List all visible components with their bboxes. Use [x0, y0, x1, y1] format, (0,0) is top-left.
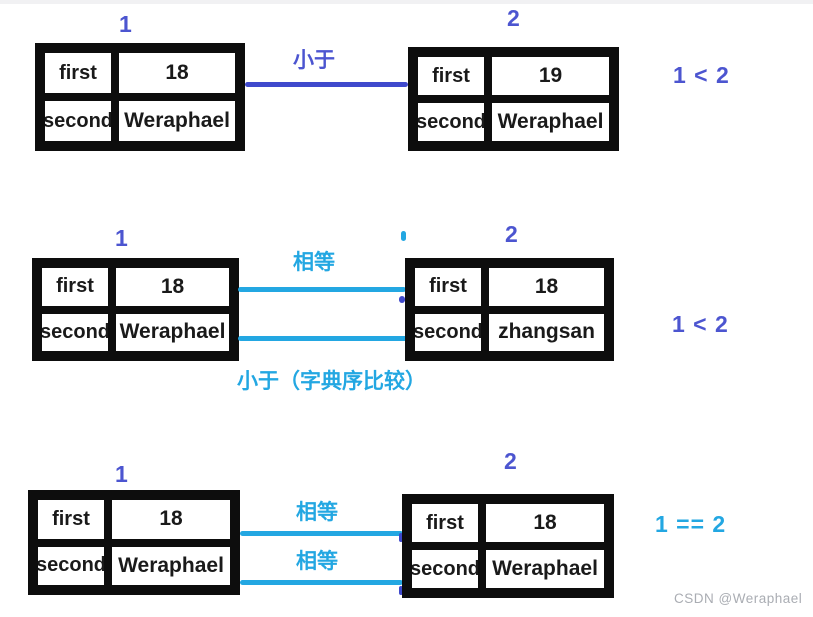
top-border-band [0, 0, 813, 4]
pair-value-first: 18 [486, 265, 607, 309]
diagram2-connection2-line [238, 336, 408, 341]
stroke-dot-artifact [401, 231, 406, 241]
pair-field-first: first [35, 497, 107, 542]
pair-value-second: Weraphael [116, 98, 238, 144]
diagram3-connection2-label: 相等 [296, 550, 338, 573]
pair-field-first: first [42, 50, 114, 96]
pair-value-second: Weraphael [489, 100, 612, 144]
pair-field-first: first [409, 501, 481, 545]
diagram3-pair1-number: 1 [115, 461, 128, 487]
pair-field-second: second [415, 100, 487, 144]
diagram2-note-label: 小于（字典序比较） [237, 370, 426, 393]
diagram1-pair2-table: first 19 second Weraphael [408, 47, 619, 151]
pair-value-first: 19 [489, 54, 612, 98]
diagram2-pair2-number: 2 [505, 221, 518, 247]
diagram3-connection2-line [240, 580, 403, 585]
pair-value-first: 18 [109, 497, 233, 542]
diagram3-pair2-table: first 18 second Weraphael [402, 494, 614, 598]
diagram2-pair1-table: first 18 second Weraphael [32, 258, 239, 361]
pair-field-second: second [42, 98, 114, 144]
diagram3-connection1-line [240, 531, 403, 536]
pair-value-first: 18 [483, 501, 607, 545]
pair-value-second: Weraphael [483, 547, 607, 591]
pair-value-second: Weraphael [109, 543, 233, 588]
diagram1-pair1-number: 1 [119, 11, 132, 37]
diagram2-pair1-number: 1 [115, 225, 128, 251]
diagram2-connection1-line [238, 287, 406, 292]
pair-field-second: second [409, 547, 481, 591]
pair-field-first: first [415, 54, 487, 98]
diagram2-connection1-label: 相等 [293, 251, 335, 274]
stroke-dot-artifact [399, 296, 405, 303]
pair-field-second: second [35, 543, 107, 588]
pair-value-second: zhangsan [486, 310, 607, 354]
stroke-dot-artifact [399, 533, 403, 542]
diagram1-pair2-number: 2 [507, 5, 520, 31]
diagram3-pair2-number: 2 [504, 448, 517, 474]
pair-value-second: Weraphael [113, 310, 232, 354]
pair-field-first: first [412, 265, 484, 309]
pair-field-second: second [39, 310, 111, 354]
csdn-watermark: CSDN @Weraphael [674, 591, 803, 606]
diagram3-pair1-table: first 18 second Weraphael [28, 490, 240, 595]
stroke-dot-artifact [399, 586, 403, 595]
diagram2-result: 1 < 2 [672, 311, 729, 337]
diagram1-result: 1 < 2 [673, 62, 730, 88]
pair-value-first: 18 [113, 265, 232, 309]
pair-field-first: first [39, 265, 111, 309]
diagram3-connection1-label: 相等 [296, 501, 338, 524]
pair-value-first: 18 [116, 50, 238, 96]
diagram1-connection-line [245, 82, 408, 87]
diagram1-connection-label: 小于 [293, 49, 335, 72]
diagram1-pair1-table: first 18 second Weraphael [35, 43, 245, 151]
diagram2-pair2-table: first 18 second zhangsan [405, 258, 614, 361]
diagram3-result: 1 == 2 [655, 511, 727, 537]
pair-field-second: second [412, 310, 484, 354]
